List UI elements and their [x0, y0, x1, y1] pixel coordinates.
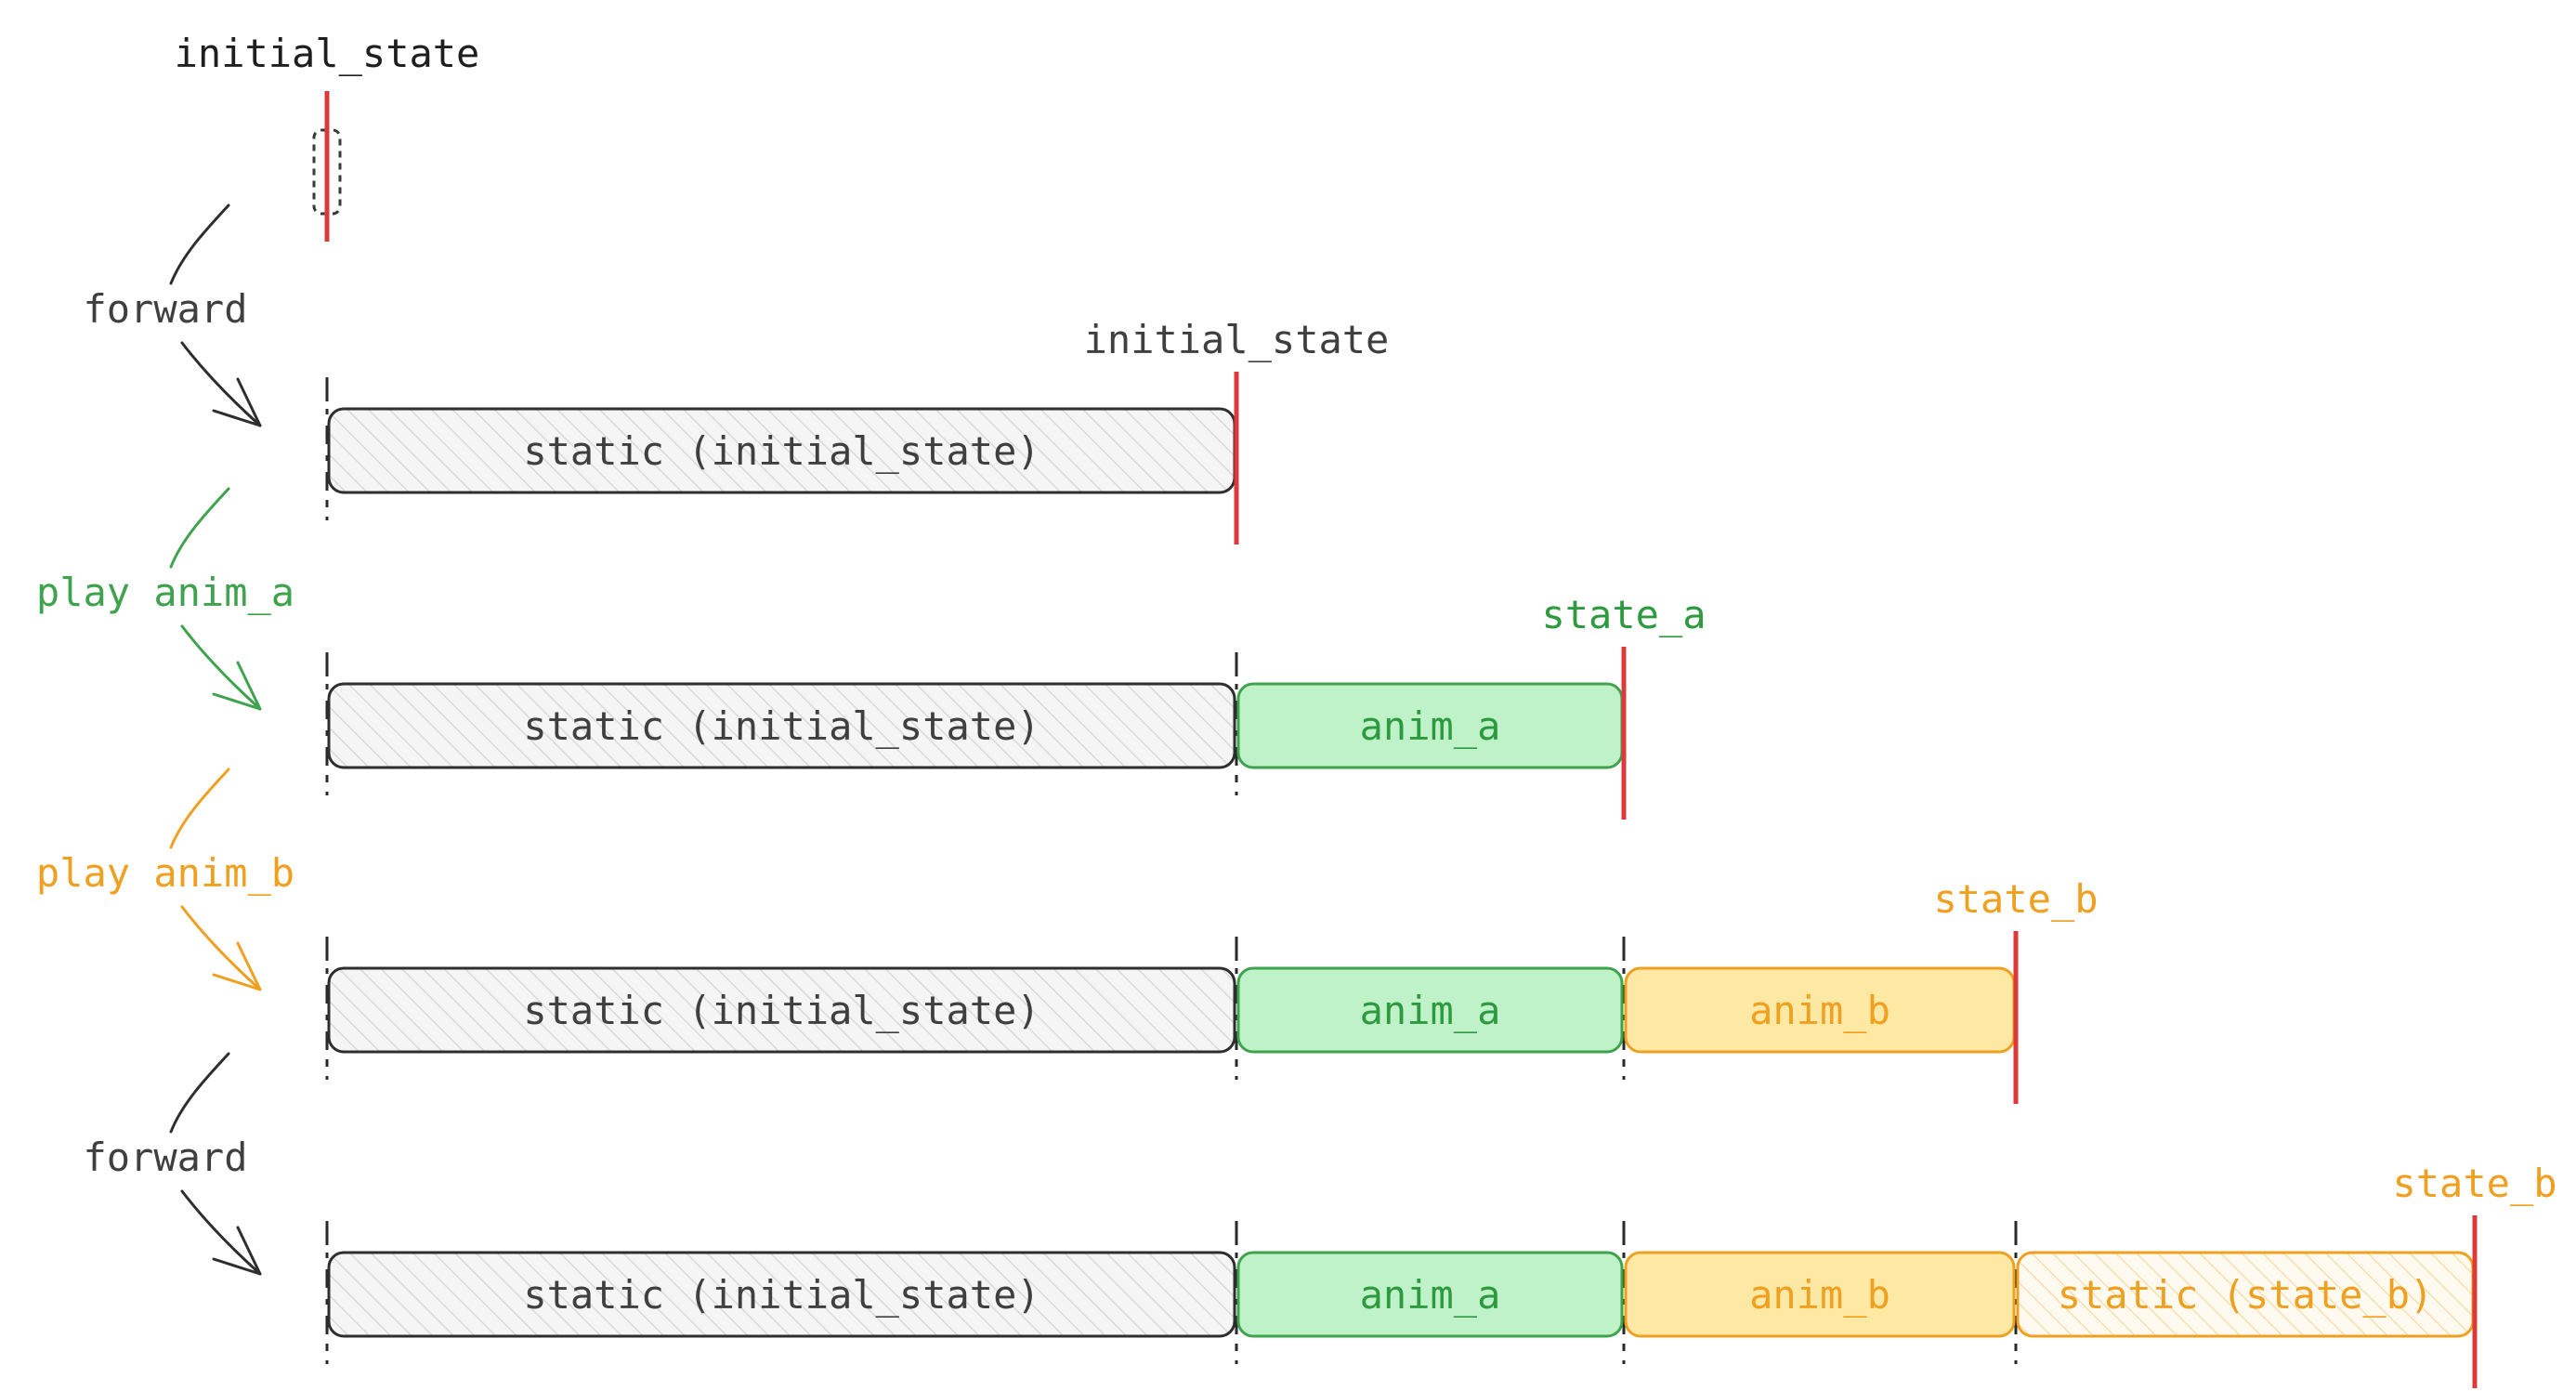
arrow-head-icon [212, 377, 262, 427]
transition-curve-icon [169, 768, 230, 849]
initial-state-marker-label: initial_state [175, 31, 480, 76]
initial-state-group: initial_state [175, 31, 480, 242]
step-transition-1: forward [83, 203, 262, 427]
segment-bar [1624, 1251, 2016, 1338]
arrow-head-icon [212, 661, 262, 711]
step-label: play anim_b [36, 850, 294, 896]
timeline-row-2: static (initial_state) anim_a state_a [325, 592, 1706, 820]
segment-label: static (initial_state) [523, 428, 1040, 474]
segment-bar [327, 1251, 1236, 1338]
segment-bar [327, 682, 1236, 769]
transition-arrow-icon [180, 1189, 262, 1276]
segment-bar [1236, 1251, 1624, 1338]
timeline-rows: static (initial_state)initial_statestati… [325, 317, 2557, 1388]
transition-curve-icon [169, 487, 230, 569]
segment-label: static (initial_state) [523, 988, 1040, 1033]
timeline-segment: static (initial_state) [327, 966, 1236, 1054]
timeline-row-4: static (initial_state) anim_a anim_b static… [325, 1161, 2557, 1388]
segment-label: static (state_b) [2058, 1272, 2434, 1318]
timeline-row-1: static (initial_state) initial_state [325, 317, 1390, 545]
segment-bar [327, 966, 1236, 1054]
timeline-segment: anim_a [1236, 966, 1624, 1054]
step-transition-4: forward [83, 1052, 262, 1276]
current-state-marker-label: state_b [1933, 876, 2098, 922]
timeline-row-3: static (initial_state) anim_a anim_b state_… [325, 876, 2099, 1104]
timeline-segment: static (initial_state) [327, 682, 1236, 769]
step-label: forward [83, 1135, 247, 1180]
segment-label: anim_a [1360, 703, 1501, 749]
timeline-segment: anim_b [1624, 966, 2016, 1054]
segment-label: anim_a [1360, 988, 1501, 1033]
arrow-head-icon [212, 1226, 262, 1276]
current-state-marker-label: state_b [2392, 1161, 2556, 1206]
timeline-segment: static (initial_state) [327, 407, 1236, 494]
segment-label: anim_a [1360, 1272, 1501, 1318]
step-label: play anim_a [36, 570, 294, 615]
segment-label: static (initial_state) [523, 703, 1040, 749]
transition-arrow-icon [180, 905, 262, 991]
segment-label: anim_b [1749, 988, 1890, 1033]
transition-curve-icon [169, 203, 230, 285]
transition-curve-icon [169, 1052, 230, 1134]
timeline-segment: anim_a [1236, 1251, 1624, 1338]
timeline-segment: static (state_b) [2016, 1251, 2475, 1338]
segment-bar [1236, 966, 1624, 1054]
step-transition-2: play anim_a [36, 487, 294, 711]
timeline-segment: anim_a [1236, 682, 1624, 769]
current-state-marker-label: initial_state [1084, 317, 1390, 362]
step-transition-3: play anim_b [36, 768, 294, 991]
segment-label: anim_b [1749, 1272, 1890, 1318]
transition-arrow-icon [180, 624, 262, 711]
timeline-segment: anim_b [1624, 1251, 2016, 1338]
timeline-segment: static (initial_state) [327, 1251, 1236, 1338]
arrow-head-icon [212, 941, 262, 991]
step-label: forward [83, 286, 247, 332]
transition-arrow-icon [180, 341, 262, 427]
segment-label: static (initial_state) [523, 1272, 1040, 1318]
current-state-marker-label: state_a [1541, 592, 1706, 637]
